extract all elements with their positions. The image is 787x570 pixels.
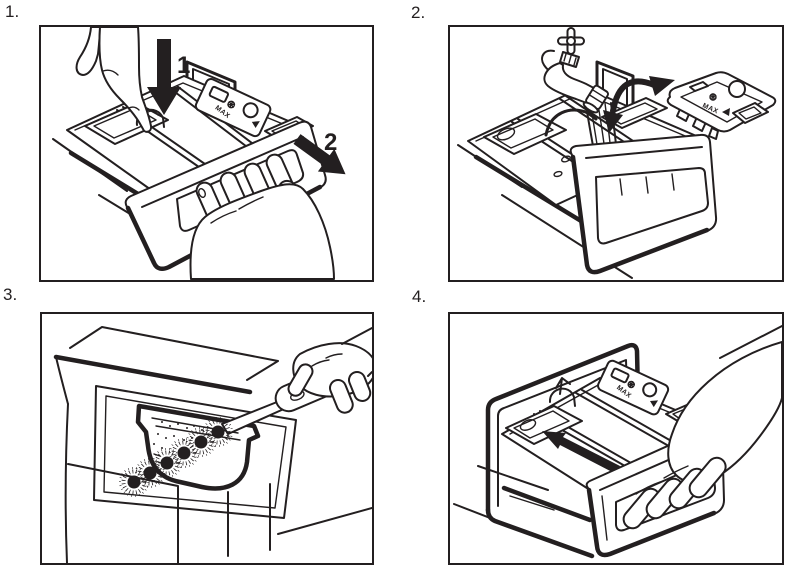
hand-holding-brush — [287, 327, 372, 414]
illustration-press-and-pull-drawer: MAX 1 — [52, 27, 346, 280]
step-1-label: 1. — [5, 2, 20, 21]
step-3-label: 3. — [3, 285, 18, 304]
machine-cabinet — [53, 326, 372, 563]
press-down-arrow: 1 — [147, 39, 190, 115]
step-2-label: 2. — [411, 3, 426, 22]
step-3-panel — [40, 312, 374, 565]
hand-pushing — [622, 325, 782, 530]
softener-flower-icon — [709, 93, 717, 101]
illustration-brush-recess — [53, 326, 372, 563]
press-arrow-number: 1 — [177, 52, 190, 79]
tap-spout-collar — [582, 84, 610, 114]
water-tap — [541, 27, 610, 114]
recess-bezel — [93, 385, 297, 519]
softener-cap: MAX — [194, 78, 272, 138]
drawer-handle — [569, 133, 718, 275]
illustration-push-drawer-back: MAX — [453, 325, 782, 559]
softener-flower-icon — [227, 100, 236, 109]
detergent-drawer: MAX — [501, 359, 719, 491]
pull-arrow-number: 2 — [324, 129, 337, 156]
cleaning-brush — [119, 367, 342, 497]
hand-pressing — [75, 27, 153, 133]
push-in-arrow — [542, 431, 620, 474]
illustration-rinse-under-tap: MAX — [457, 27, 777, 279]
hand-pulling — [189, 153, 335, 280]
softener-flower-icon — [627, 380, 635, 389]
softener-cap: MAX — [597, 359, 670, 416]
drawer-catch — [548, 387, 576, 407]
step-4-panel: MAX — [448, 312, 784, 565]
step-4-label: 4. — [412, 287, 427, 306]
step-2-panel: MAX — [448, 25, 784, 282]
pull-out-arrow: 2 — [293, 129, 346, 175]
brush-bristles — [119, 417, 233, 497]
remove-cap-arrow — [603, 76, 675, 133]
step-1-panel: MAX 1 — [39, 25, 374, 282]
tap-cross-handle — [557, 27, 585, 55]
faceplate-frame — [485, 342, 642, 559]
removed-siphon-cap: MAX — [666, 71, 777, 140]
